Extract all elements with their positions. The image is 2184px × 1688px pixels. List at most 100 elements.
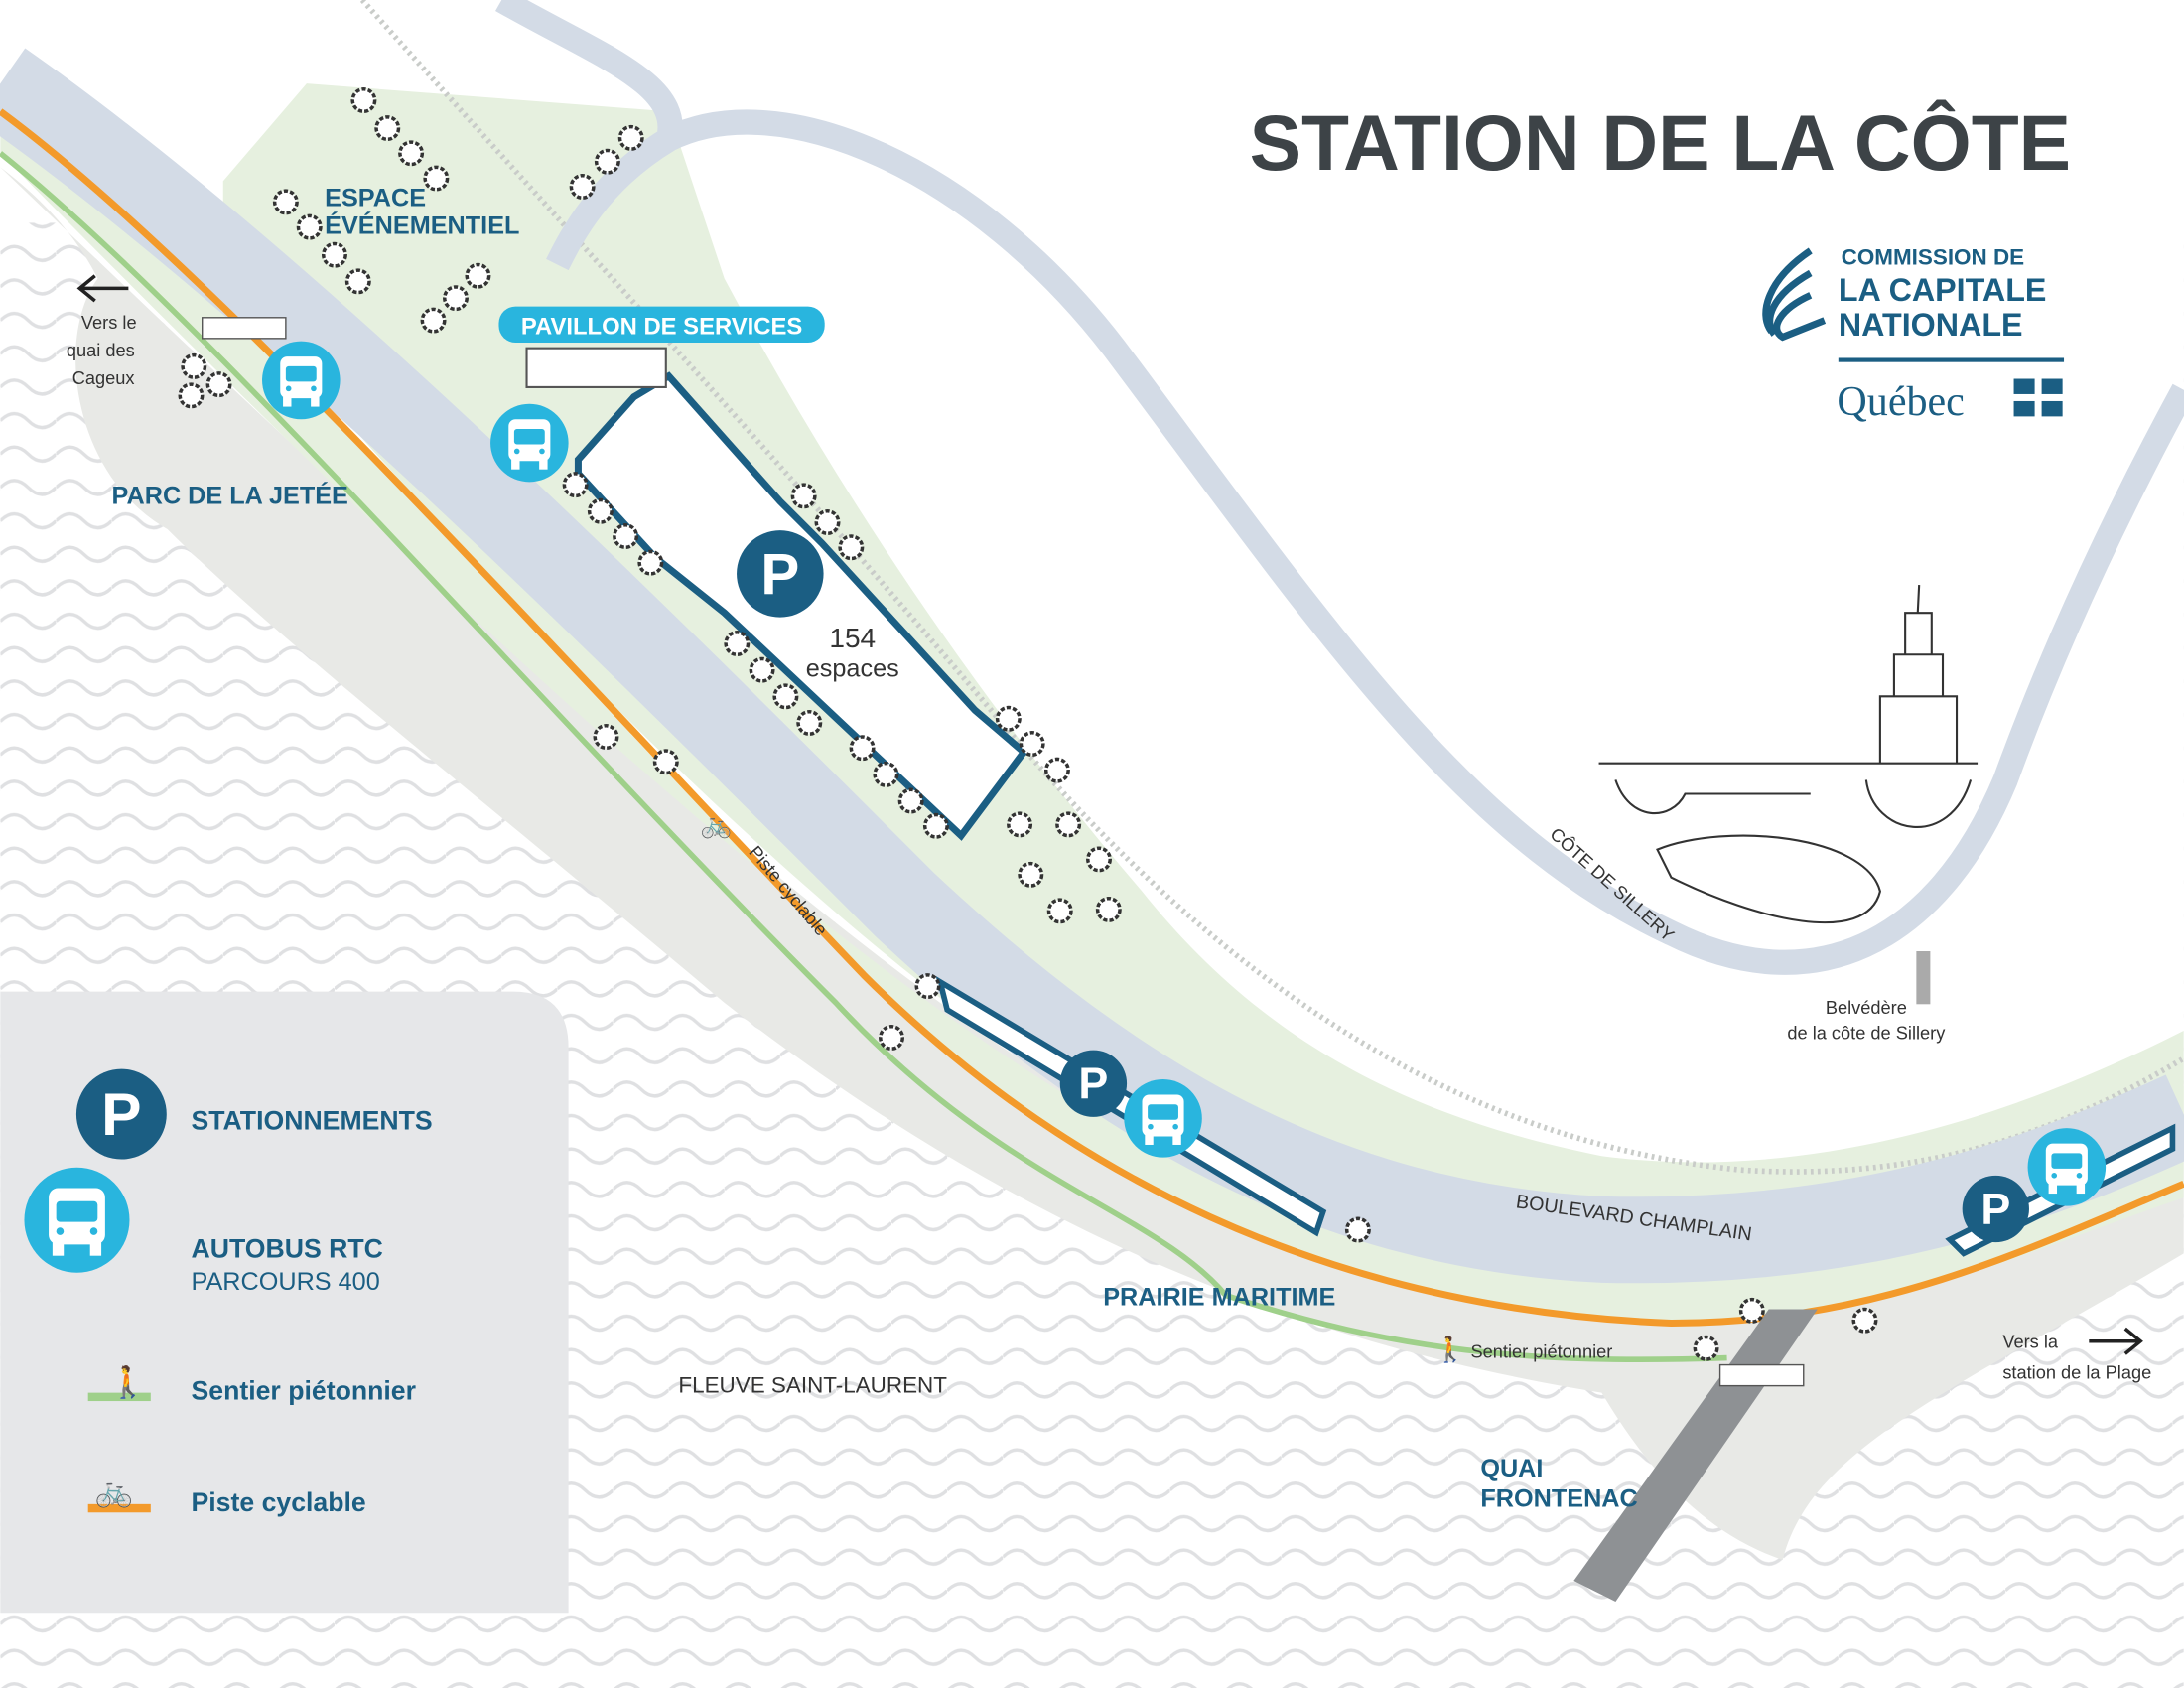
trees-layer bbox=[178, 87, 1878, 1361]
tree-icon bbox=[790, 483, 817, 509]
svg-text:P: P bbox=[101, 1080, 141, 1148]
tree-icon bbox=[995, 705, 1022, 732]
direction-west[interactable]: Vers le quai des Cageux bbox=[67, 274, 137, 388]
label-espace-evenementiel: ESPACE bbox=[325, 185, 426, 212]
tree-icon bbox=[897, 787, 924, 814]
parking-count: 154 bbox=[829, 623, 876, 653]
pavillon-building bbox=[525, 347, 667, 388]
arrow-right-icon bbox=[2089, 1327, 2143, 1355]
quebec-flag-icon bbox=[2013, 378, 2063, 417]
tree-icon bbox=[914, 973, 941, 1000]
bus-stop-icon[interactable] bbox=[1124, 1079, 1202, 1158]
legend-bus-route: PARCOURS 400 bbox=[191, 1268, 379, 1296]
tree-icon bbox=[1344, 1216, 1371, 1243]
tree-icon bbox=[423, 165, 450, 192]
label-sentier: Sentier piétonnier bbox=[1471, 1341, 1613, 1362]
tree-icon bbox=[652, 749, 679, 775]
parking-icon[interactable] bbox=[1059, 1050, 1128, 1117]
tree-icon bbox=[772, 683, 799, 710]
svg-text:station de la Plage: station de la Plage bbox=[2002, 1362, 2151, 1383]
tree-icon bbox=[1043, 757, 1070, 783]
tree-icon bbox=[1095, 896, 1122, 922]
parking-letter: P bbox=[760, 542, 799, 607]
tree-icon bbox=[637, 549, 664, 576]
tree-icon bbox=[814, 509, 841, 535]
legend-parking-icon: P bbox=[75, 1068, 167, 1160]
cnc-logo: COMMISSION DE LA CAPITALE NATIONALE Québ… bbox=[1762, 245, 2065, 425]
cote-de-sillery-road bbox=[495, 0, 2184, 975]
legend-bus-icon bbox=[24, 1167, 130, 1273]
tree-icon bbox=[1018, 861, 1044, 888]
church-illustration bbox=[1598, 585, 1979, 924]
legend-bike-swatch bbox=[87, 1503, 151, 1513]
legend-parking-label: STATIONNEMENTS bbox=[191, 1106, 432, 1136]
tree-icon bbox=[879, 1024, 904, 1051]
legend-walk-swatch bbox=[87, 1392, 151, 1402]
svg-text:Vers le: Vers le bbox=[81, 312, 137, 333]
tree-icon bbox=[594, 148, 620, 175]
tree-icon bbox=[593, 724, 619, 750]
tree-icon bbox=[350, 87, 377, 113]
tree-icon bbox=[1007, 811, 1033, 838]
svg-text:Cageux: Cageux bbox=[72, 367, 135, 388]
parking-icon[interactable] bbox=[1962, 1175, 2029, 1243]
legend: P STATIONNEMENTS AUTOBUS RTC PARCOURS 40… bbox=[0, 991, 569, 1614]
svg-text:Vers la: Vers la bbox=[2002, 1332, 2059, 1352]
belvedere-marker bbox=[1916, 951, 1931, 1005]
label-quai: QUAI bbox=[1480, 1455, 1543, 1482]
tree-icon bbox=[420, 307, 447, 334]
tree-icon bbox=[569, 173, 596, 200]
parking-unit: espaces bbox=[806, 655, 899, 683]
tree-icon bbox=[1046, 898, 1073, 924]
bus-stop-icon[interactable] bbox=[2027, 1128, 2107, 1206]
label-parc-jetee: PARC DE LA JETÉE bbox=[112, 482, 348, 510]
bus-stop-icon[interactable] bbox=[490, 403, 569, 483]
tree-icon bbox=[922, 812, 949, 839]
page-title: STATION DE LA CÔTE bbox=[1250, 99, 2071, 187]
tree-icon bbox=[344, 268, 371, 295]
label-belvedere-2: de la côte de Sillery bbox=[1787, 1022, 1946, 1043]
tree-icon bbox=[873, 761, 899, 787]
label-belvedere: Belvédère bbox=[1826, 997, 1907, 1018]
pedestrian-icon: 🚶 bbox=[109, 1365, 147, 1400]
tree-icon bbox=[849, 735, 876, 762]
walk-map-icon: 🚶 bbox=[1434, 1336, 1465, 1364]
cnc-wing-icon bbox=[1762, 247, 1827, 342]
tree-icon bbox=[296, 213, 323, 240]
tree-icon bbox=[1086, 846, 1112, 873]
label-fleuve: FLEUVE SAINT-LAURENT bbox=[678, 1373, 947, 1398]
legend-bike-label: Piste cyclable bbox=[191, 1487, 365, 1517]
bus-stop-icon[interactable] bbox=[262, 341, 341, 420]
shelter-jetee bbox=[202, 317, 287, 340]
direction-east[interactable]: Vers la station de la Plage bbox=[2002, 1327, 2151, 1383]
tree-icon bbox=[562, 472, 589, 498]
tree-icon bbox=[724, 631, 751, 656]
tree-icon bbox=[181, 352, 207, 379]
tree-icon bbox=[465, 262, 491, 289]
label-pavillon: PAVILLON DE SERVICES bbox=[521, 314, 802, 341]
tree-icon bbox=[1019, 731, 1045, 757]
legend-bus-label: AUTOBUS RTC bbox=[191, 1234, 382, 1264]
tree-icon bbox=[1693, 1335, 1719, 1361]
shelter-quai bbox=[1718, 1363, 1805, 1387]
parking-icon[interactable]: P bbox=[737, 530, 824, 618]
svg-text:LA CAPITALE: LA CAPITALE bbox=[1839, 272, 2047, 308]
label-prairie-maritime: PRAIRIE MARITIME bbox=[1103, 1283, 1335, 1311]
tree-icon bbox=[272, 189, 299, 215]
bicycle-icon: 🚲 bbox=[95, 1474, 133, 1508]
tree-icon bbox=[178, 382, 205, 409]
svg-text:Québec: Québec bbox=[1837, 379, 1964, 425]
tree-icon bbox=[443, 285, 469, 312]
tree-icon bbox=[749, 656, 775, 683]
label-quai-2: FRONTENAC bbox=[1480, 1485, 1637, 1513]
green-park-north bbox=[222, 83, 2184, 1234]
svg-text:COMMISSION DE: COMMISSION DE bbox=[1842, 245, 2025, 270]
tree-icon bbox=[398, 140, 425, 167]
tree-icon bbox=[838, 534, 865, 561]
tree-icon bbox=[374, 115, 401, 142]
walking-path-line bbox=[0, 151, 1727, 1363]
tree-icon bbox=[587, 497, 614, 524]
svg-text:NATIONALE: NATIONALE bbox=[1839, 307, 2023, 343]
tree-icon bbox=[613, 523, 639, 549]
